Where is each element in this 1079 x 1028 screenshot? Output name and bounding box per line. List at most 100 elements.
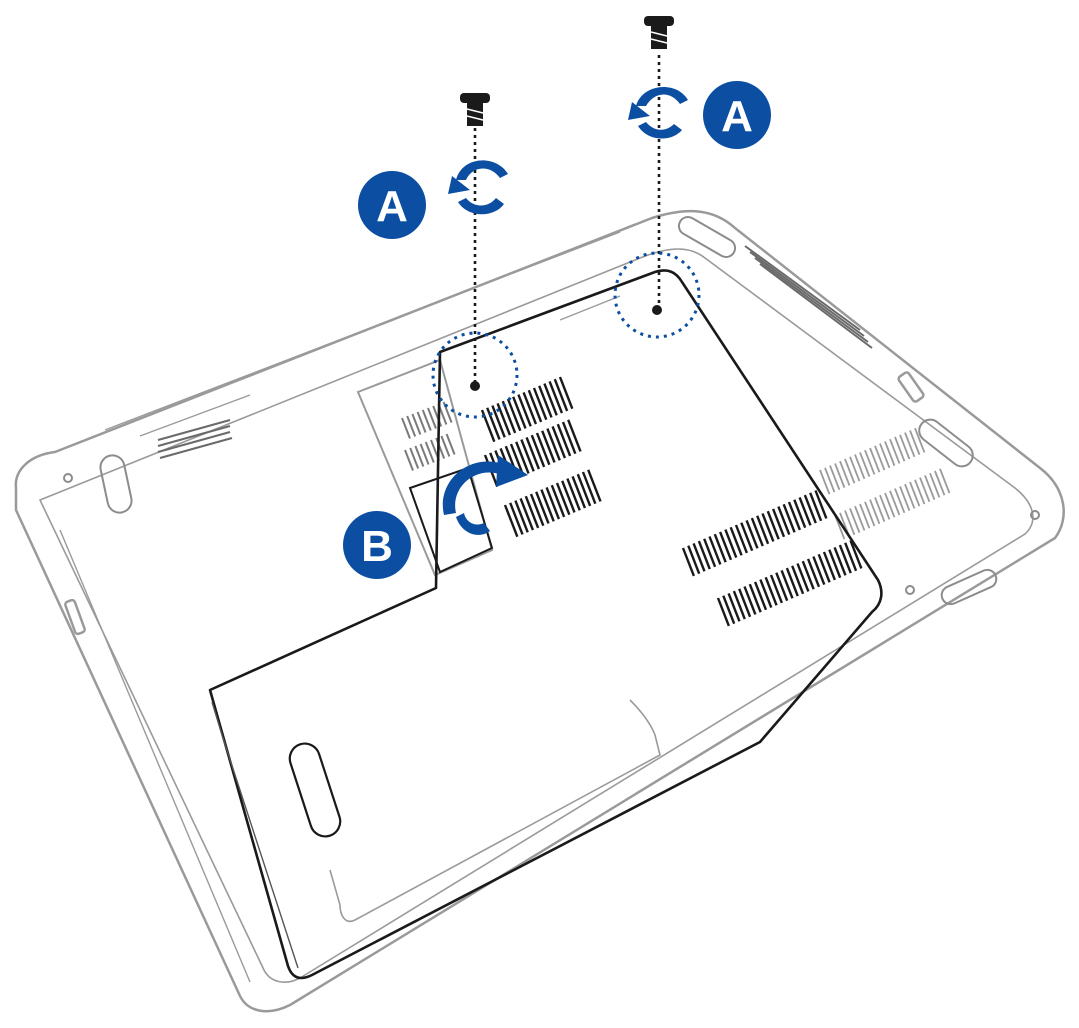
cover-vent-slot — [844, 542, 858, 572]
chassis-vent-slot — [844, 458, 856, 484]
cover-screws — [470, 305, 662, 391]
cover-vent-slot — [548, 380, 564, 414]
cover-vent-slot — [509, 502, 524, 535]
chassis-outline — [14, 209, 1065, 1013]
cover-vent-slot — [514, 500, 529, 533]
cover-vent-slot — [532, 387, 548, 421]
cover-vent-slot — [740, 522, 754, 552]
chassis-vent-slot — [819, 469, 831, 495]
cover-vent-slot — [729, 526, 743, 556]
right-port — [897, 371, 925, 403]
chassis-vent-slot — [839, 460, 851, 486]
chassis-vent-slot — [929, 472, 941, 498]
cover-vent-slot — [817, 553, 831, 583]
chassis-vent-slot — [934, 470, 946, 496]
cover-vent-slot — [743, 586, 757, 615]
rotate-arrow-icon — [628, 87, 688, 139]
cover-vent-slot — [697, 540, 711, 570]
cover-vents — [480, 376, 863, 627]
chassis-inner-edge — [39, 248, 1034, 983]
step-label-a-left: A — [376, 182, 408, 231]
cover-vent-slot — [561, 480, 576, 513]
cover-vent-slot — [550, 484, 566, 518]
chassis-vent-slot — [939, 468, 951, 494]
cover-vent-slot — [801, 560, 815, 590]
chassis-vent-slot — [879, 494, 891, 520]
cover-vent-slot — [541, 430, 556, 463]
compartment-vent-slot — [421, 409, 432, 431]
cover-vent-slot — [503, 504, 519, 538]
cover-vent-slot — [766, 510, 780, 540]
cover-screw-left — [470, 381, 480, 391]
cover-grip — [288, 742, 342, 838]
cover-vent-slot — [796, 563, 810, 592]
laptop-chassis — [14, 209, 1065, 1013]
cover-vent-slot — [538, 385, 553, 418]
chassis-lower-lip — [59, 529, 251, 983]
chassis-vent-slot — [899, 434, 911, 460]
cover-vent-slot — [553, 378, 569, 412]
cover-vent-slot — [814, 490, 828, 519]
screw-guide-lines — [473, 55, 661, 385]
chassis-vent-slot — [894, 488, 906, 514]
chassis-vent-slot — [864, 501, 876, 527]
cover-vent-slot — [486, 407, 501, 440]
cover-vent-slot — [708, 536, 722, 565]
cover-vent-slot — [527, 389, 543, 423]
cover-vent-slot — [716, 597, 730, 627]
speaker-grille-left — [157, 418, 233, 460]
cover-vent-slot — [759, 579, 773, 608]
cover-vent-slot — [587, 469, 602, 502]
step-badge-a-right: A — [703, 81, 771, 149]
compartment-vent-slot — [419, 443, 430, 465]
compartment-vent-slot — [409, 447, 420, 469]
cover-vent-slot — [491, 405, 506, 438]
screw-hole-2 — [905, 585, 915, 595]
cover-vent-slot — [750, 517, 764, 547]
cover-vent-slot — [515, 441, 530, 474]
inner-compartment — [356, 358, 494, 577]
cover-vent-slot — [734, 524, 748, 554]
cover-vent-slot — [576, 473, 592, 507]
dotted-circle-highlight — [431, 251, 701, 419]
compartment-vent-slot — [424, 441, 435, 463]
cover-vent-slot — [812, 556, 826, 585]
compartment-vents — [401, 401, 456, 471]
cover-vent-slot — [556, 423, 572, 457]
chassis-vent-slot — [909, 481, 921, 507]
cover-vent-slot — [681, 547, 695, 577]
cover-vent-slot — [540, 489, 555, 522]
cover-vent-slot — [780, 569, 794, 599]
cover-vent-slot — [732, 590, 746, 620]
cover-vent-slot — [581, 471, 597, 505]
cover-vent-slot — [506, 398, 522, 432]
cover-vent-slot — [764, 576, 778, 606]
compartment-vent-slot — [440, 435, 451, 457]
cover-vent-slot — [791, 565, 805, 595]
chassis-vent-slot — [854, 454, 866, 480]
chassis-vent-slot — [864, 449, 876, 475]
chassis-vent-slot — [874, 497, 886, 522]
bottom-cover-outline — [208, 269, 883, 980]
foot-right — [918, 418, 974, 468]
cover-vent-slot — [775, 572, 789, 602]
cover-vent-slot — [738, 588, 752, 618]
left-port — [64, 598, 86, 636]
cover-vent-slot — [833, 546, 847, 576]
screw-icon — [460, 93, 490, 126]
cover-vent-slot — [724, 529, 738, 558]
chassis-vent-slot — [924, 475, 936, 500]
compartment-vent-slot — [427, 407, 437, 429]
bottom-cover-emboss — [288, 699, 661, 923]
chassis-vent-slot — [909, 430, 921, 455]
chassis-vent-slot — [884, 492, 896, 518]
cover-vent-slot — [535, 491, 550, 524]
cover-vent-slot — [571, 475, 587, 509]
cover-screw-right — [652, 305, 662, 315]
cover-vent-slot — [806, 558, 821, 588]
compartment-vent-slot — [445, 433, 456, 455]
cover-vent-slot — [522, 391, 538, 425]
cover-vent-slot — [748, 583, 762, 613]
chassis-vents-right — [819, 427, 951, 540]
